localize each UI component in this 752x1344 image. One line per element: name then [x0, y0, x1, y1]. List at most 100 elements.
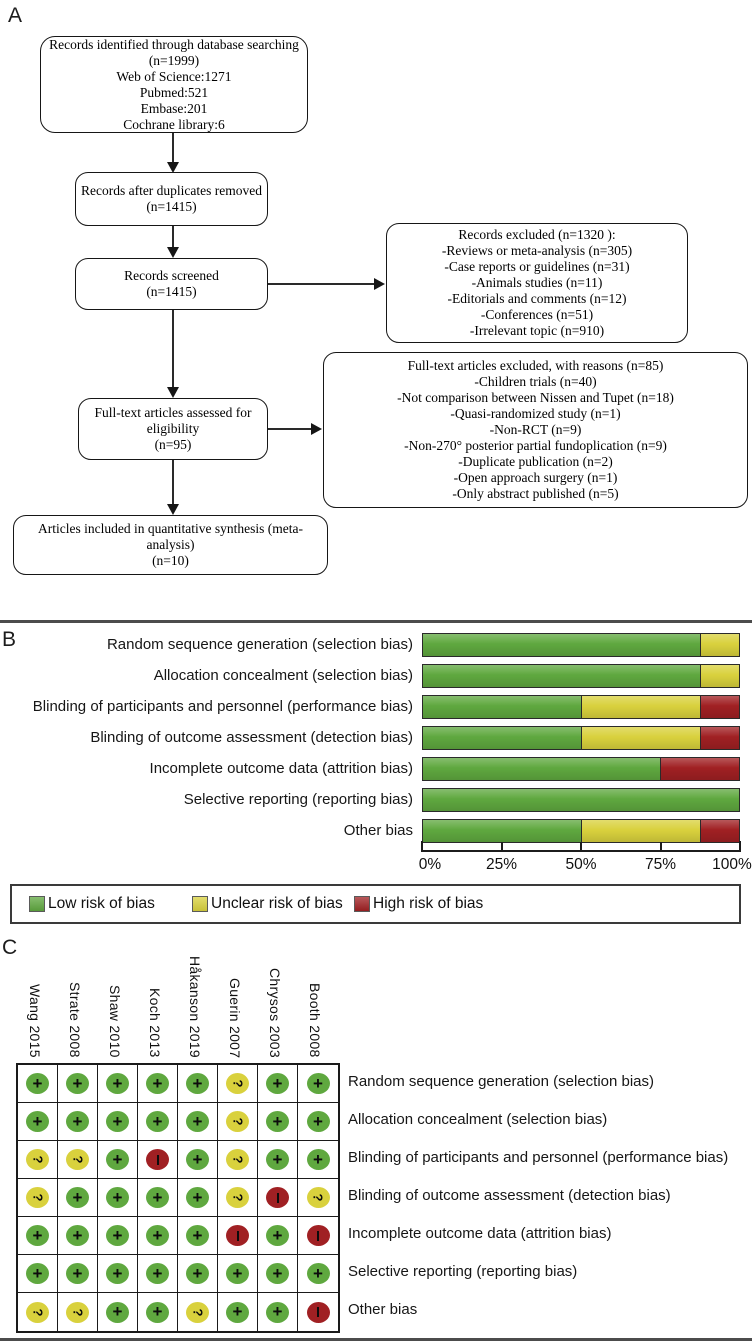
- plus-symbol: +: [32, 1263, 43, 1283]
- arrow-line-3: [172, 310, 174, 388]
- plus-symbol: +: [72, 1263, 83, 1283]
- rob-cell: ?: [18, 1179, 58, 1217]
- flow-box-line: eligibility: [146, 421, 200, 436]
- rob-cell: [138, 1141, 178, 1179]
- bias-bar: [422, 664, 740, 688]
- rob-cell: ?: [178, 1293, 218, 1331]
- question-symbol: ?: [69, 1308, 85, 1316]
- x-axis-tick-label: 75%: [644, 856, 677, 873]
- rob-judgment-icon: +: [66, 1263, 89, 1284]
- flow-box-line: -Quasi-randomized study (n=1): [450, 406, 621, 421]
- rob-cell: +: [98, 1179, 138, 1217]
- rob-cell: +: [138, 1255, 178, 1293]
- rob-cell: +: [98, 1293, 138, 1331]
- plus-symbol: +: [192, 1149, 203, 1169]
- rob-judgment-icon: +: [266, 1263, 289, 1284]
- rob-judgment-icon: +: [186, 1225, 209, 1246]
- bar-segment-unclear: [699, 665, 739, 687]
- rob-cell: ?: [58, 1293, 98, 1331]
- legend-swatch-icon: [29, 896, 45, 912]
- arrow-head-4: [167, 504, 179, 515]
- study-column-header: Shaw 2010: [107, 985, 123, 1058]
- study-column-header: Wang 2015: [27, 984, 43, 1058]
- criterion-row-label: Selective reporting (reporting bias): [348, 1263, 578, 1280]
- plus-symbol: +: [313, 1149, 323, 1169]
- rob-cell: +: [298, 1065, 338, 1103]
- question-symbol: ?: [310, 1193, 326, 1202]
- rob-cell: +: [58, 1103, 98, 1141]
- rob-cell: [218, 1217, 258, 1255]
- rob-judgment-icon: +: [306, 1111, 330, 1132]
- study-column-header: Håkanson 2019: [187, 956, 203, 1058]
- rob-cell: +: [138, 1217, 178, 1255]
- plus-symbol: +: [232, 1263, 243, 1283]
- rob-judgment-icon: +: [26, 1111, 49, 1132]
- bias-bar: [422, 695, 740, 719]
- flow-box-line: -Not comparison between Nissen and Tupet…: [397, 390, 674, 405]
- bar-segment-low: [423, 696, 581, 718]
- study-column-header: Koch 2013: [147, 988, 163, 1058]
- legend-label: Unclear risk of bias: [211, 895, 343, 912]
- plus-symbol: +: [313, 1073, 323, 1093]
- rob-cell: +: [138, 1179, 178, 1217]
- bar-category-label: Random sequence generation (selection bi…: [106, 636, 413, 653]
- flow-box-duplicates-removed: Records after duplicates removed(n=1415): [75, 172, 268, 226]
- legend-item: Unclear risk of bias: [192, 886, 343, 922]
- question-symbol: ?: [229, 1117, 245, 1126]
- rob-judgment-icon: +: [146, 1187, 169, 1208]
- flow-box-line: -Only abstract published (n=5): [452, 486, 619, 501]
- rob-judgment-icon: +: [106, 1301, 129, 1323]
- flow-box-line: -Reviews or meta-analysis (n=305): [441, 243, 633, 258]
- flow-box-screened: Records screened(n=1415): [75, 258, 268, 310]
- plus-symbol: +: [112, 1111, 123, 1131]
- criterion-row-label: Other bias: [348, 1301, 418, 1318]
- rob-judgment-icon: ?: [226, 1149, 249, 1170]
- flow-box-line: (n=95): [154, 437, 192, 452]
- rob-cell: [298, 1217, 338, 1255]
- flow-box-line: (n=1415): [146, 199, 197, 214]
- panel-a-label: A: [8, 4, 23, 27]
- plus-symbol: +: [272, 1073, 283, 1093]
- rob-cell: +: [98, 1217, 138, 1255]
- bar-segment-high: [699, 696, 739, 718]
- rob-judgment-icon: +: [146, 1263, 169, 1284]
- bias-bar: [422, 819, 740, 843]
- rob-cell: +: [98, 1103, 138, 1141]
- rob-cell: ?: [298, 1179, 338, 1217]
- bias-bar: [422, 788, 740, 812]
- question-symbol: ?: [229, 1155, 245, 1164]
- x-axis-tick-label: 25%: [485, 856, 518, 873]
- plus-symbol: +: [192, 1187, 203, 1207]
- plus-symbol: +: [72, 1225, 83, 1245]
- arrow-head-1: [167, 162, 179, 173]
- rob-judgment-icon: +: [226, 1301, 249, 1323]
- rob-judgment-icon: ?: [226, 1187, 249, 1208]
- rob-judgment-icon: +: [26, 1263, 49, 1284]
- bar-segment-unclear: [581, 696, 700, 718]
- arrow-line-fulltext-excluded: [268, 428, 313, 430]
- question-symbol: ?: [29, 1193, 45, 1202]
- rob-judgment-icon: +: [306, 1073, 330, 1094]
- rob-judgment-icon: ?: [226, 1073, 249, 1094]
- separator-bottom: [0, 1338, 752, 1341]
- bar-segment-high: [660, 758, 739, 780]
- flow-box-line: Full-text articles assessed for: [94, 405, 252, 420]
- minus-symbol: [317, 1230, 319, 1241]
- rob-judgment-icon: +: [186, 1149, 209, 1170]
- rob-cell: +: [178, 1103, 218, 1141]
- flow-box-fulltext-excluded: Full-text articles excluded, with reason…: [323, 352, 748, 508]
- rob-judgment-icon: +: [66, 1073, 89, 1094]
- rob-cell: [258, 1179, 298, 1217]
- rob-judgment-icon: +: [186, 1073, 209, 1094]
- flow-box-line: (n=10): [152, 553, 189, 568]
- bar-category-label: Selective reporting (reporting bias): [183, 791, 413, 808]
- arrow-head-fulltext-excluded: [311, 423, 322, 435]
- rob-cell: ?: [18, 1141, 58, 1179]
- rob-judgment-icon: +: [106, 1111, 129, 1132]
- rob-judgment-icon: [266, 1187, 289, 1208]
- arrow-line-screened-excluded: [268, 283, 375, 285]
- rob-cell: +: [138, 1293, 178, 1331]
- rob-judgment-icon: +: [226, 1263, 249, 1284]
